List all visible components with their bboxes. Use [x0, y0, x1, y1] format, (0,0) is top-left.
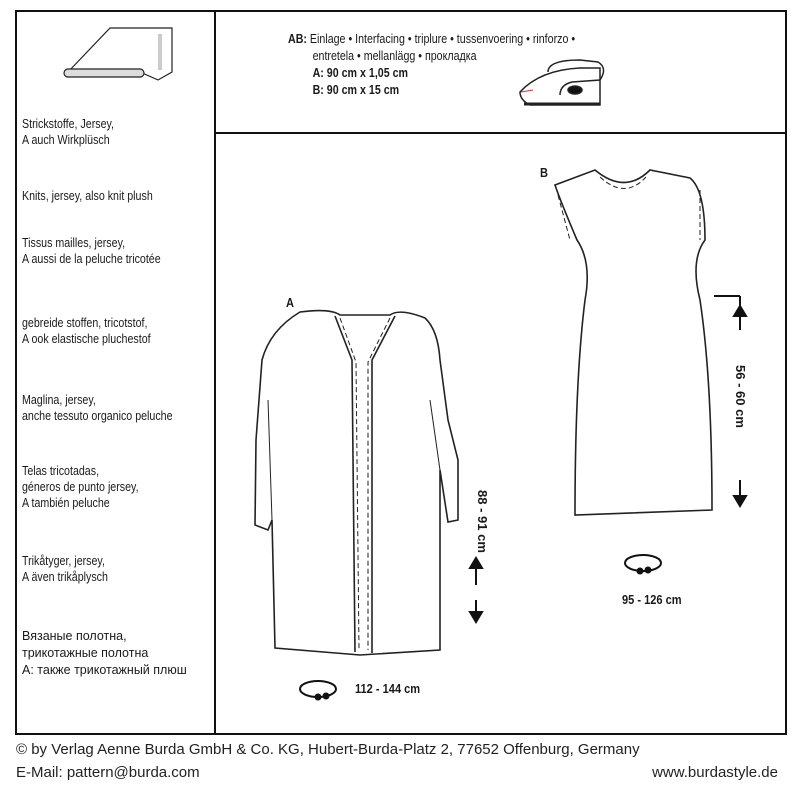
fabric-fr: Tissus mailles, jersey,A aussi de la pel… — [22, 235, 161, 266]
fabric-de: Strickstoffe, Jersey,A auch Wirkplüsch — [22, 116, 115, 147]
iron-icon — [519, 59, 605, 106]
view-b-length: 56 - 60 cm — [733, 365, 748, 428]
fabric-es: Telas tricotadas,géneros de punto jersey… — [22, 463, 139, 510]
fabric-it: Maglina, jersey,anche tessuto organico p… — [22, 392, 173, 423]
divider — [214, 132, 787, 134]
pattern-frame — [15, 10, 787, 735]
view-a-length: 88 - 91 cm — [475, 490, 490, 553]
copyright: © by Verlag Aenne Burda GmbH & Co. KG, H… — [16, 741, 640, 758]
interfacing-info: AB: Einlage • Interfacing • triplure • t… — [288, 31, 576, 97]
fabric-en: Knits, jersey, also knit plush — [22, 188, 153, 203]
website-link[interactable]: www.burdastyle.de — [652, 764, 778, 781]
divider — [214, 10, 216, 735]
length-arrow-b — [714, 295, 748, 508]
fabric-icon — [63, 27, 173, 81]
view-a-label: A — [286, 295, 294, 310]
dress-illustration — [553, 169, 713, 516]
length-arrow-a — [468, 556, 484, 624]
width-icon-a — [299, 680, 337, 701]
fabric-nl: gebreide stoffen, tricotstof,A ook elast… — [22, 315, 151, 346]
view-b-width: 95 - 126 cm — [622, 592, 682, 607]
fabric-sv: Trikåtyger, jersey,A även trikåplysch — [22, 553, 108, 584]
email[interactable]: E-Mail: pattern@burda.com — [16, 764, 200, 781]
width-icon-b — [624, 554, 662, 575]
view-a-width: 112 - 144 cm — [355, 681, 421, 696]
view-b-label: B — [540, 165, 548, 180]
cardigan-illustration — [254, 309, 459, 656]
